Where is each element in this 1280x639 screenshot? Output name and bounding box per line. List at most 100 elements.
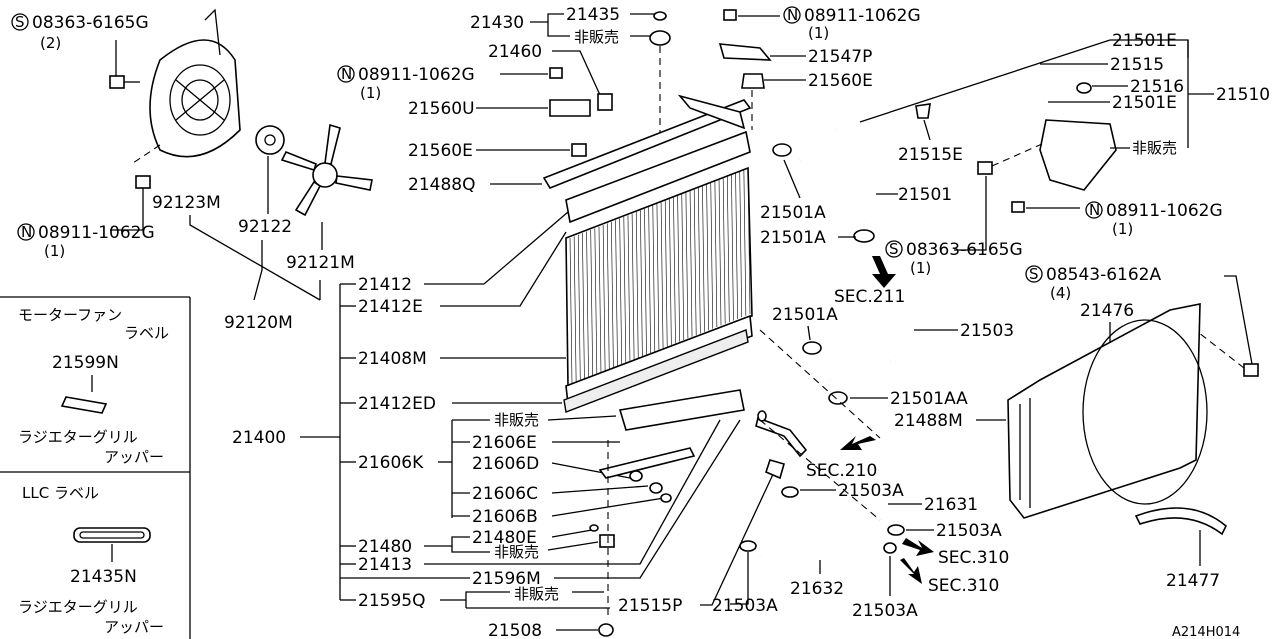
fan-motor <box>255 125 285 155</box>
seal-21488q <box>542 99 752 189</box>
radiator-grille-text-2: ラジエターグリル <box>18 598 138 616</box>
radiator-fin-line <box>590 229 593 376</box>
radiator-top-parts: 21430 21435 非販売 21460 N 08911-1062G (1) … <box>337 5 752 195</box>
part-number-21606k: 21606K <box>358 453 424 473</box>
hose-clamp-21503a-b1 <box>739 540 757 552</box>
drain-bracket <box>598 447 696 479</box>
hose-bracket <box>755 416 808 458</box>
fan-shroud-group: S 08543-6162A (4) 21476 21488M 21477 <box>894 265 1259 591</box>
nut-symbol-icon-a <box>337 65 355 83</box>
part-number-08363-6165g-a: 08363-6165G <box>32 13 149 33</box>
hose-clamp-21503a-b2 <box>883 542 897 554</box>
part-number-21408m: 21408M <box>358 349 427 369</box>
s-symbol-b: S <box>889 240 899 258</box>
oring-21480e <box>589 524 599 532</box>
motor-fan-label-text: モーターファン <box>18 306 122 324</box>
part-number-21501a-3: 21501A <box>772 305 838 325</box>
radiator-fin-line <box>586 231 589 378</box>
radiator-fins-group <box>569 167 751 385</box>
shroud-lower-21477 <box>1134 507 1227 536</box>
radiator-fin-line <box>577 234 581 381</box>
arrow-icon-sec211 <box>872 256 896 288</box>
radiator-fin-line <box>582 233 585 380</box>
radiator-fin-line <box>648 207 651 354</box>
part-number-21488q: 21488Q <box>408 175 475 195</box>
radiator-core <box>563 94 753 413</box>
part-number-21503a-r1: 21503A <box>838 481 904 501</box>
lower-hose-group: 21501A 21503 21501AA SEC.210 21503A 2163… <box>712 305 1014 621</box>
s-symbol: S <box>15 13 25 31</box>
radiator-fin-line <box>594 228 598 375</box>
llc-label-text: LLC ラベル <box>22 484 99 502</box>
part-number-21606e: 21606E <box>472 433 537 453</box>
nut-21560u-icon <box>549 67 563 79</box>
radiator-labels: 21412 21412E 21408M 21412ED 21400 21606K… <box>232 211 741 611</box>
part-number-08911-1062g-c: 08911-1062G <box>804 6 921 26</box>
llc-label-sticker <box>73 527 151 543</box>
part-number-21631: 21631 <box>924 495 978 515</box>
radiator-fin-line <box>611 221 614 368</box>
cap-seal-icon <box>653 11 667 21</box>
hose-clamp-21501a-3 <box>802 341 822 355</box>
part-number-21632: 21632 <box>790 579 844 599</box>
nonsale-label-right: 非販売 <box>1132 139 1177 157</box>
part-number-08911-1062g-a: 08911-1062G <box>358 65 475 85</box>
part-number-21560u: 21560U <box>408 99 475 119</box>
n-symbol-c: N <box>787 6 798 24</box>
part-number-21413: 21413 <box>358 555 412 575</box>
radiator-fin-line <box>615 220 618 367</box>
radiator-fin-line <box>722 177 726 324</box>
qty-08363-a: (2) <box>40 34 61 52</box>
radiator-fin-line <box>656 203 660 350</box>
part-number-08911-1062g-b: 08911-1062G <box>38 223 155 243</box>
hose-clamp-21501a-2 <box>853 229 875 243</box>
fan-motor-shroud <box>149 39 241 158</box>
arrow-icon-sec210 <box>840 436 876 450</box>
screw-symbol-icon <box>11 13 29 31</box>
qty-08363-b: (1) <box>910 259 931 277</box>
part-number-21501e-top: 21501E <box>1112 31 1177 51</box>
radiator-fin-line <box>702 185 705 332</box>
inlet-neck <box>677 94 746 130</box>
part-number-21503a-b1: 21503A <box>712 596 778 616</box>
radiator-fin-line <box>627 215 631 362</box>
nut-symbol-icon-c <box>783 6 801 24</box>
reservoir-tank-21510 <box>1039 119 1117 191</box>
part-number-21547p: 21547P <box>808 47 872 67</box>
washer-21606b <box>660 493 672 503</box>
radiator-fin-line <box>714 181 718 328</box>
part-number-21400: 21400 <box>232 428 286 448</box>
radiator-fin-line <box>640 210 643 357</box>
qty-08911-b: (1) <box>44 242 65 260</box>
radiator-fin-line <box>698 187 701 334</box>
mount-bracket-21560u <box>549 99 591 117</box>
nonsale-label-top: 非販売 <box>574 28 619 46</box>
part-number-21503a-b2: 21503A <box>852 601 918 621</box>
radiator-fin-line <box>635 211 639 358</box>
part-number-21412ed: 21412ED <box>358 394 436 414</box>
radiator-fin-line <box>693 189 697 336</box>
part-number-21599n: 21599N <box>52 353 119 373</box>
bolt-08363-b <box>977 161 993 175</box>
sec-310-ref-b: SEC.310 <box>928 576 999 596</box>
clip-21515p <box>765 459 785 480</box>
radiator-fin-line <box>689 190 693 337</box>
nut-symbol-icon-d <box>1085 201 1103 219</box>
radiator-fin-line <box>664 200 668 347</box>
hose-clamp-21501a-1 <box>772 143 792 157</box>
reservoir-cap-21516 <box>1076 82 1092 94</box>
radiator-grille-text: ラジエターグリル <box>18 428 138 446</box>
part-number-21501aa: 21501AA <box>890 389 968 409</box>
radiator-fin-line <box>606 223 610 370</box>
radiator-fin-line <box>739 171 743 318</box>
drain-cock-21508 <box>598 623 614 637</box>
motor-fan-label-sticker <box>60 396 108 414</box>
bracket-21547p <box>718 43 772 61</box>
radiator-fin-line <box>602 224 606 371</box>
part-number-92121m: 92121M <box>286 253 355 273</box>
nut-icon-d <box>1011 201 1025 213</box>
part-number-21560e-right: 21560E <box>808 71 873 91</box>
bracket-21460 <box>597 93 613 111</box>
lower-bracket-21596m <box>618 389 745 431</box>
